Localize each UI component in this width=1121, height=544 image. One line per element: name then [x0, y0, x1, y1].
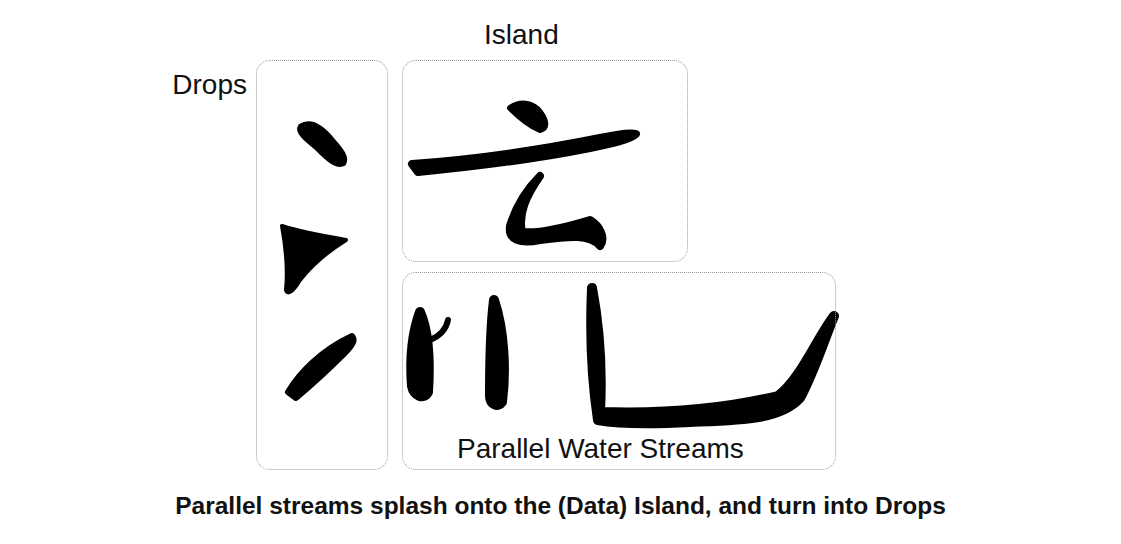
- region-box: Drops: [256, 60, 388, 470]
- region-box: Island: [402, 60, 688, 262]
- figure-caption: Parallel streams splash onto the (Data) …: [0, 492, 1121, 520]
- region-box: Parallel Water Streams: [402, 272, 836, 470]
- region-label: Parallel Water Streams: [457, 433, 744, 465]
- region-label: Island: [484, 19, 559, 51]
- region-label: Drops: [172, 69, 247, 101]
